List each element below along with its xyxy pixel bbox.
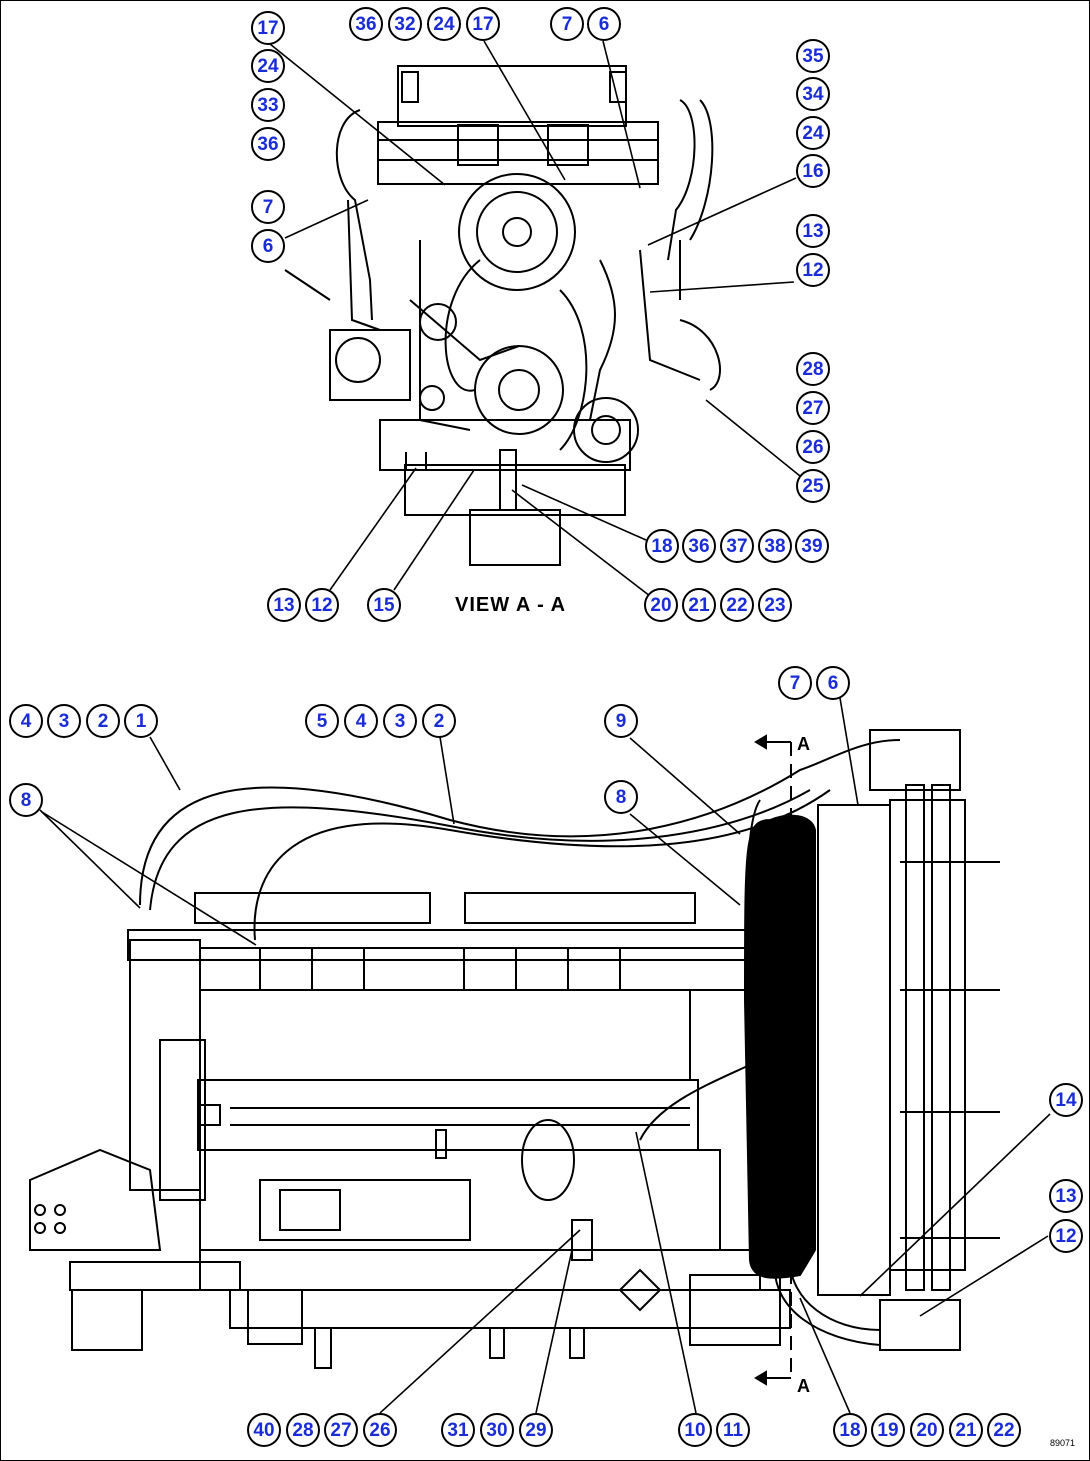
callout-40: 40: [247, 1413, 281, 1447]
callout-18: 18: [645, 529, 679, 563]
callout-24: 24: [427, 7, 461, 41]
callout-8: 8: [9, 783, 43, 817]
section-marker-top: A: [797, 734, 810, 754]
callout-23: 23: [758, 588, 792, 622]
callout-34: 34: [796, 77, 830, 111]
front-view-drawing: [284, 65, 721, 566]
callout-26: 26: [796, 430, 830, 464]
callout-37: 37: [720, 529, 754, 563]
callout-6: 6: [816, 666, 850, 700]
callout-25: 25: [796, 469, 830, 503]
callout-14: 14: [1049, 1083, 1083, 1117]
callout-28: 28: [286, 1413, 320, 1447]
callout-5: 5: [305, 704, 339, 738]
callout-17: 17: [466, 7, 500, 41]
callout-15: 15: [367, 588, 401, 622]
callout-21: 21: [949, 1413, 983, 1447]
callout-27: 27: [796, 391, 830, 425]
callout-20: 20: [910, 1413, 944, 1447]
callout-7: 7: [251, 190, 285, 224]
front-view-leaders: [269, 40, 801, 597]
drawing-id: 89071: [1050, 1438, 1076, 1448]
callout-10: 10: [678, 1413, 712, 1447]
callout-6: 6: [251, 229, 285, 263]
view-title: VIEW A - A: [455, 594, 567, 616]
callout-8: 8: [604, 780, 638, 814]
callout-12: 12: [796, 253, 830, 287]
callout-28: 28: [796, 352, 830, 386]
callout-9: 9: [604, 704, 638, 738]
callout-29: 29: [519, 1413, 553, 1447]
callout-30: 30: [480, 1413, 514, 1447]
callout-24: 24: [796, 116, 830, 150]
callout-22: 22: [720, 588, 754, 622]
callout-16: 16: [796, 154, 830, 188]
callout-31: 31: [441, 1413, 475, 1447]
callout-7: 7: [550, 7, 584, 41]
callout-38: 38: [758, 529, 792, 563]
callout-7: 7: [778, 666, 812, 700]
callout-17: 17: [251, 11, 285, 45]
callout-35: 35: [796, 39, 830, 73]
callout-39: 39: [795, 529, 829, 563]
callout-32: 32: [388, 7, 422, 41]
callout-36: 36: [682, 529, 716, 563]
callout-6: 6: [587, 7, 621, 41]
callout-26: 26: [363, 1413, 397, 1447]
callout-21: 21: [682, 588, 716, 622]
callout-27: 27: [324, 1413, 358, 1447]
section-marker-bottom: A: [797, 1376, 810, 1396]
callout-12: 12: [305, 588, 339, 622]
callout-19: 19: [871, 1413, 905, 1447]
callout-20: 20: [644, 588, 678, 622]
callout-13: 13: [1049, 1179, 1083, 1213]
callout-3: 3: [383, 704, 417, 738]
side-view-drawing: [29, 729, 1000, 1386]
side-view-leaders: [39, 697, 1051, 1414]
callout-1: 1: [124, 704, 158, 738]
callout-36: 36: [251, 127, 285, 161]
callout-33: 33: [251, 88, 285, 122]
callout-13: 13: [267, 588, 301, 622]
callout-13: 13: [796, 214, 830, 248]
callout-3: 3: [47, 704, 81, 738]
callout-2: 2: [86, 704, 120, 738]
callout-4: 4: [9, 704, 43, 738]
callout-22: 22: [987, 1413, 1021, 1447]
callout-18: 18: [833, 1413, 867, 1447]
callout-11: 11: [716, 1413, 750, 1447]
callout-24: 24: [251, 49, 285, 83]
callout-2: 2: [422, 704, 456, 738]
callout-36: 36: [349, 7, 383, 41]
callout-4: 4: [344, 704, 378, 738]
callout-12: 12: [1049, 1219, 1083, 1253]
